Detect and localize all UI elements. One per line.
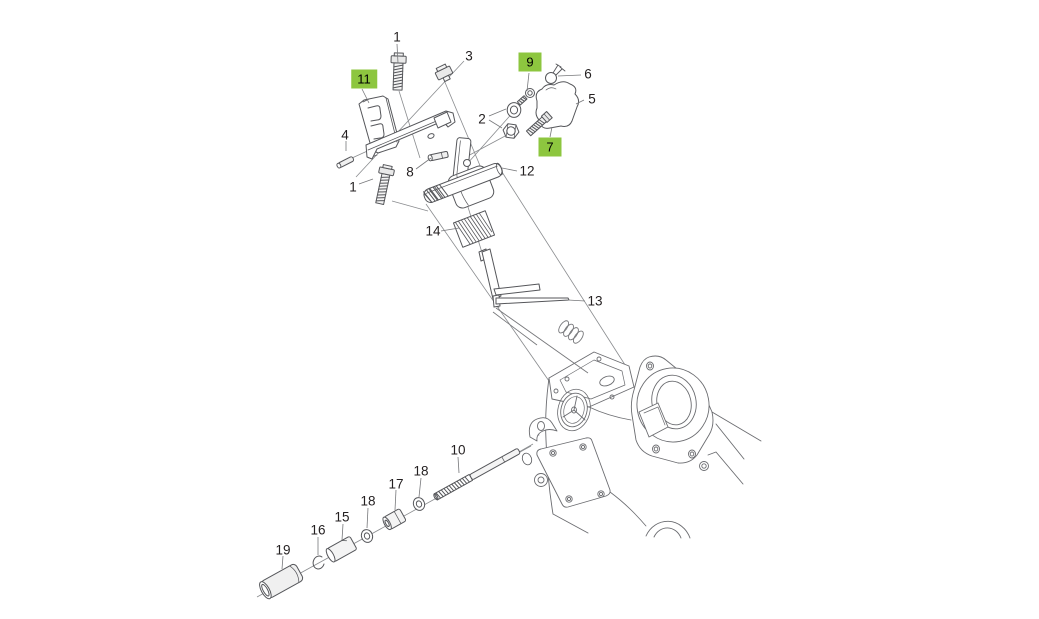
part-callout-6-4[interactable]: 6 [584, 66, 592, 82]
part-callout-2-6[interactable]: 2 [478, 111, 486, 127]
spring-part [452, 210, 496, 248]
part-callout-16-19[interactable]: 16 [310, 522, 326, 538]
gear-wheel [557, 388, 591, 432]
threaded-rod [433, 448, 521, 501]
sleeve-cylinder [325, 536, 357, 563]
nut-icon [502, 123, 520, 139]
support-plate [365, 110, 456, 160]
part-callout-5-5[interactable]: 5 [588, 91, 596, 107]
clip-icon [545, 63, 566, 84]
governor-rods [492, 307, 589, 374]
part-callout-11-2[interactable]: 11 [351, 69, 377, 89]
small-spring-icon [558, 320, 584, 344]
housing [528, 351, 762, 539]
part-callout-9-3[interactable]: 9 [518, 52, 542, 72]
part-callout-1-0[interactable]: 1 [393, 29, 401, 45]
part-callout-18-15[interactable]: 18 [413, 463, 429, 479]
cap-cylinder [259, 563, 304, 600]
part-callout-18-17[interactable]: 18 [360, 493, 376, 509]
part-callout-10-14[interactable]: 10 [450, 442, 466, 458]
hub-pin-hole [463, 159, 471, 167]
flange-shaft [423, 162, 503, 203]
bolt-icon [375, 164, 395, 205]
snap-ring-icon [312, 555, 325, 570]
small-bolt-icon [516, 88, 535, 106]
part-callout-12-11[interactable]: 12 [519, 163, 535, 179]
washer-icon [506, 102, 522, 118]
stud-icon [525, 111, 553, 137]
bolt-icon [390, 52, 407, 91]
part-callout-14-12[interactable]: 14 [425, 223, 441, 239]
part-callout-15-18[interactable]: 15 [334, 509, 350, 525]
part-callout-7-7[interactable]: 7 [538, 137, 562, 157]
washer-icon [412, 497, 426, 511]
part-callout-8-9[interactable]: 8 [406, 164, 414, 180]
cover-plate [536, 437, 611, 508]
part-callout-13-13[interactable]: 13 [587, 293, 603, 309]
part-callout-1-10[interactable]: 1 [349, 179, 357, 195]
washer-icon [360, 529, 374, 543]
bolt-head-icon [434, 63, 454, 83]
pin-icon [336, 156, 355, 169]
part-callout-17-16[interactable]: 17 [388, 476, 404, 492]
part-callout-4-8[interactable]: 4 [341, 127, 349, 143]
upper-assembly [336, 52, 580, 308]
nut-cylinder [382, 508, 407, 531]
rack-strip [478, 248, 570, 308]
lower-assembly [259, 448, 533, 600]
part-callout-3-1[interactable]: 3 [465, 48, 473, 64]
leader-lines [281, 43, 586, 570]
part-callout-19-20[interactable]: 19 [275, 542, 291, 558]
